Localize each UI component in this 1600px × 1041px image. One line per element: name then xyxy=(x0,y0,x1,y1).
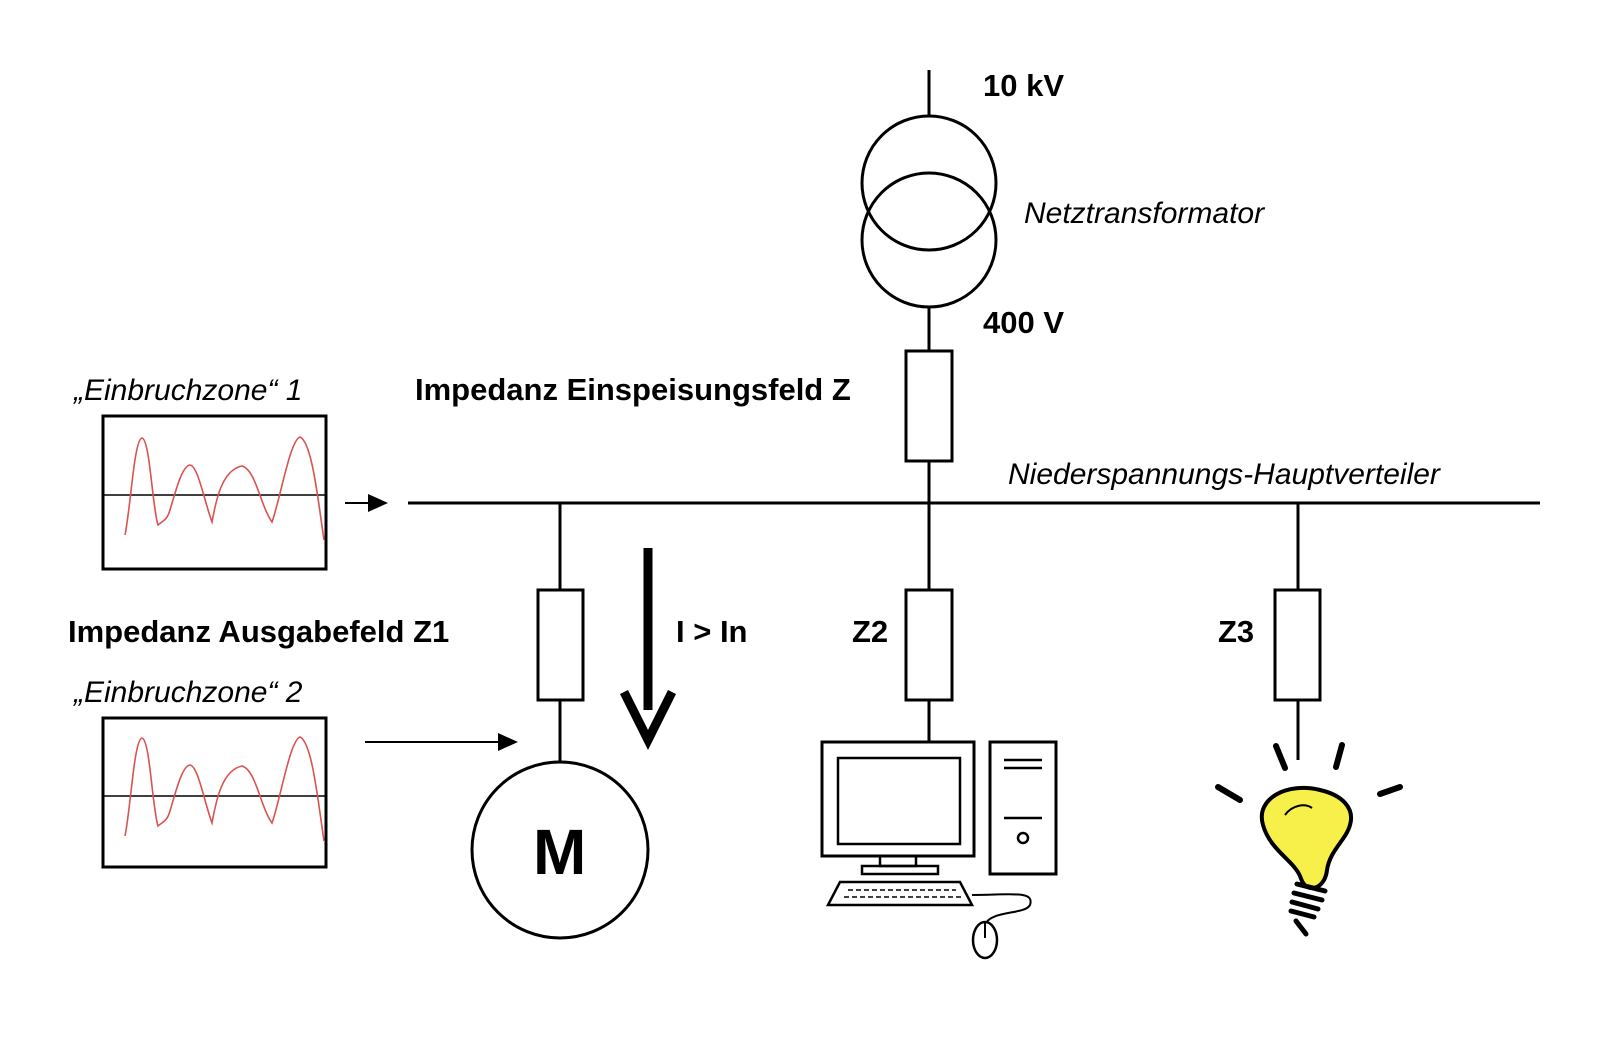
lamp-branch xyxy=(1273,503,1322,760)
light-bulb-icon xyxy=(1215,742,1403,937)
busbar-label: Niederspannungs-Hauptverteiler xyxy=(1008,458,1440,491)
computer-icon xyxy=(820,740,1058,960)
z3-label: Z3 xyxy=(1218,614,1255,649)
transformer-icon xyxy=(860,114,998,309)
z1-resistor xyxy=(536,588,585,702)
zone-2-label: „Einbruchzone“ 2 xyxy=(74,676,303,709)
motor-icon xyxy=(470,760,650,940)
arrow-to-motor-icon xyxy=(365,733,518,751)
z2-resistor xyxy=(904,588,954,702)
waveform-box-2 xyxy=(101,716,328,869)
feed-impedance-label: Impedanz Einspeisungsfeld Z xyxy=(415,372,851,407)
zone-1-label: „Einbruchzone“ 1 xyxy=(74,374,303,407)
tower-icon xyxy=(988,740,1058,876)
lv-voltage-label: 400 V xyxy=(983,305,1065,340)
current-arrow-icon xyxy=(619,548,677,751)
computer-branch xyxy=(904,503,954,742)
motor-branch xyxy=(470,503,650,940)
waveform-box-1 xyxy=(101,414,328,571)
motor-label: M xyxy=(533,816,587,888)
current-label: I > In xyxy=(676,614,748,649)
transformer-label: Netztransformator xyxy=(1024,197,1265,230)
z2-label: Z2 xyxy=(852,614,889,649)
z3-resistor xyxy=(1273,588,1322,702)
feed-branch xyxy=(860,70,998,503)
hv-voltage-label: 10 kV xyxy=(983,68,1065,103)
feed-impedance-resistor xyxy=(904,349,954,463)
keyboard-icon xyxy=(825,880,975,907)
output-impedance-label: Impedanz Ausgabefeld Z1 xyxy=(68,614,450,649)
arrow-to-busbar-icon xyxy=(345,494,388,512)
